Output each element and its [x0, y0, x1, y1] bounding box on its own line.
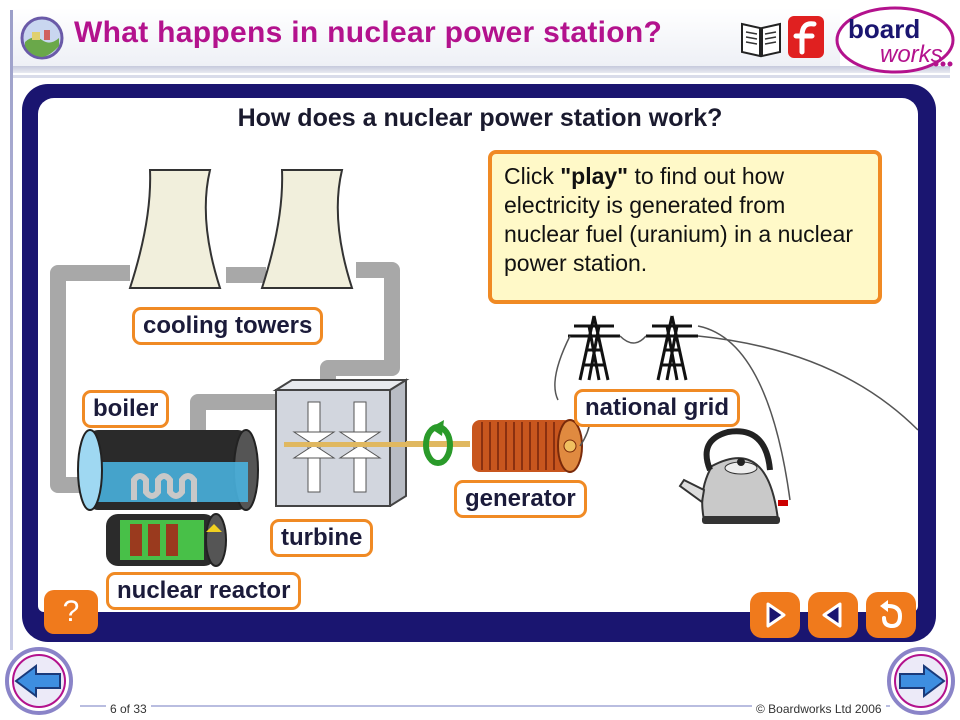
pipe-right — [320, 262, 400, 385]
instruction-text-play: "play" — [560, 163, 629, 189]
panel-heading: How does a nuclear power station work? — [237, 104, 723, 132]
drive-shaft — [406, 441, 470, 447]
page-number: 6 of 33 — [106, 702, 151, 716]
pipe-boiler-turbine — [190, 394, 276, 435]
header-band — [10, 8, 840, 66]
instruction-text-end: to find out how electricity is generated… — [504, 163, 854, 276]
book-icon[interactable] — [738, 16, 784, 60]
replay-icon — [880, 600, 903, 629]
arrow-right-icon — [899, 664, 946, 698]
reactor-core — [106, 513, 227, 567]
pylon-1 — [568, 315, 620, 381]
instruction-box: Click "play" to find out how electricity… — [488, 150, 882, 304]
left-rail — [10, 10, 13, 650]
boiler-vessel — [77, 429, 259, 511]
boardworks-logo: board works — [835, 6, 955, 74]
footer-divider — [80, 705, 890, 707]
previous-slide-button[interactable] — [4, 646, 74, 716]
kettle-icon — [678, 428, 788, 524]
label-nuclear-reactor: nuclear reactor — [106, 572, 302, 610]
cooling-tower-1 — [128, 169, 222, 289]
back-button[interactable] — [808, 592, 858, 638]
replay-button[interactable] — [866, 592, 916, 638]
copyright: © Boardworks Ltd 2006 — [752, 702, 886, 716]
label-turbine: turbine — [270, 519, 374, 557]
instruction-text-start: Click — [504, 163, 561, 189]
label-generator: generator — [454, 480, 587, 518]
help-button[interactable]: ? — [44, 590, 98, 634]
rotation-arrow-icon — [423, 420, 453, 466]
label-boiler: boiler — [82, 390, 170, 428]
label-cooling-towers: cooling towers — [132, 307, 324, 345]
power-station-diagram — [50, 169, 918, 567]
pylon-2 — [646, 315, 698, 381]
turbine-casing — [272, 378, 410, 507]
play-button[interactable] — [750, 592, 800, 638]
svg-text:works: works — [880, 41, 943, 68]
page-title: What happens in nuclear power station? — [74, 16, 663, 49]
pipe-left — [50, 265, 130, 493]
cooling-tower-2 — [260, 169, 354, 289]
rewind-icon — [822, 602, 842, 628]
svg-text:board: board — [848, 14, 920, 44]
arrow-left-icon — [14, 664, 61, 698]
flash-icon[interactable] — [786, 12, 826, 62]
header-divider — [10, 66, 950, 73]
header-divider-thin — [10, 75, 950, 78]
topic-icon — [20, 16, 64, 60]
generator-drum — [472, 419, 583, 473]
next-slide-button[interactable] — [886, 646, 956, 716]
play-icon — [766, 602, 786, 628]
label-national-grid: national grid — [574, 389, 740, 427]
